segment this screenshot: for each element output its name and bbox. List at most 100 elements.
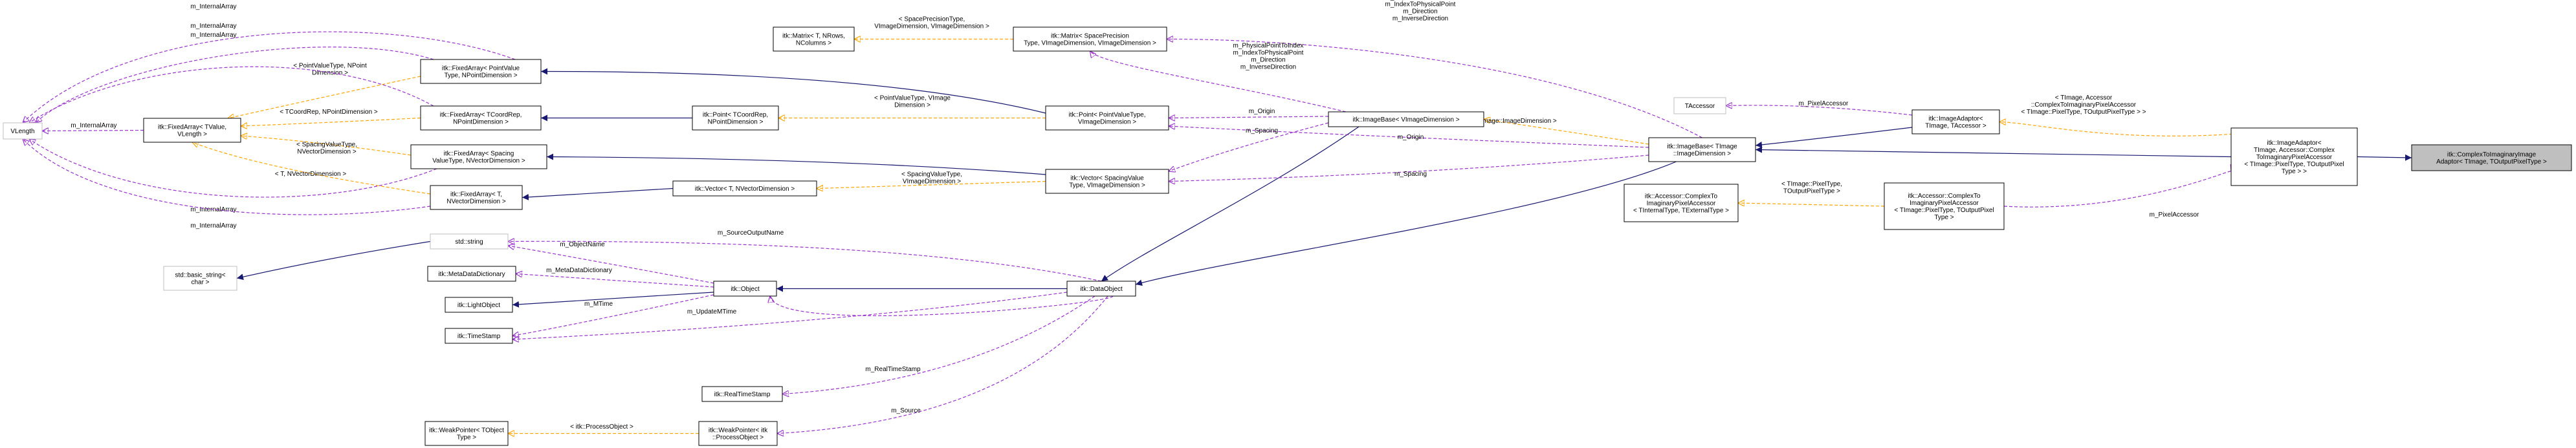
class-node-matrix-tmpl[interactable]: itk::Matrix< T, NRows,NColumns > [773, 27, 855, 52]
edge-label-line: m_InternalArray [190, 206, 236, 213]
edge-line [512, 294, 714, 336]
edge-label-metadata-dict: m_MetaDataDictionary [546, 267, 612, 274]
class-node-label-line: VLength > [177, 131, 207, 138]
edge-line [1101, 126, 1360, 282]
class-node-box [1648, 137, 1756, 162]
edge-label-line: m_InverseDirection [1240, 64, 1296, 71]
usage-edge [770, 296, 1114, 317]
class-node-label: itk::TimeStamp [457, 333, 501, 340]
class-node-lightobject[interactable]: itk::LightObject [445, 297, 513, 313]
class-node-std-string[interactable]: std::string [430, 233, 509, 250]
class-node-label: itk::Vector< T, NVectorDimension > [695, 186, 795, 193]
edge-label-line: m_InternalArray [190, 32, 236, 39]
class-node-label: itk::WeakPointer< itk::ProcessObject > [709, 427, 768, 442]
edge-line [540, 68, 1046, 114]
class-node-label-line: Type, NPointDimension > [444, 72, 517, 80]
edge-label-internal-6: m_InternalArray [190, 23, 236, 30]
class-node-point-tmpl[interactable]: itk::Point< TCoordRep,NPointDimension > [692, 105, 779, 131]
class-node-label: itk::FixedArray< TCoordRep,NPointDimensi… [440, 112, 522, 126]
class-node-box [701, 386, 783, 402]
class-node-label-line: itk::Vector< SpacingValue [1070, 175, 1144, 182]
class-node-fixedarray-tmpl[interactable]: itk::FixedArray< TValue,VLength > [143, 118, 241, 143]
class-node-point-spec[interactable]: itk::Point< PointValueType,VImageDimensi… [1045, 105, 1169, 131]
class-node-metadatadict[interactable]: itk::MetaDataDictionary [427, 266, 516, 282]
class-node-label-line: itk::Accessor::ComplexTo [1908, 193, 1981, 200]
class-node-fixedarray-t[interactable]: itk::FixedArray< T,NVectorDimension > [430, 185, 523, 210]
edge-label-pixel-accessor-2: m_PixelAccessor [2150, 211, 2199, 219]
usage-edge: m_RealTimeStamp [782, 295, 1095, 394]
edge-label-real-timestamp: m_RealTimeStamp [865, 366, 921, 373]
class-node-basic-string[interactable]: std::basic_string<char > [163, 266, 237, 291]
class-node-label-line: TAccessor [1685, 103, 1715, 110]
edge-line [1755, 127, 1913, 148]
class-node-image-adaptor-tmpl[interactable]: itk::ImageAdaptor<TImage, TAccessor > [1911, 109, 2000, 134]
edge-line [1090, 51, 1347, 112]
class-node-label-line: itk::LightObject [457, 302, 500, 309]
class-node-weakptr-processobj[interactable]: itk::WeakPointer< itk::ProcessObject > [698, 421, 778, 446]
edge-label-internal-4: m_InternalArray [190, 206, 236, 213]
class-node-taccessor[interactable]: TAccessor [1673, 97, 1726, 114]
class-node-box [410, 144, 547, 169]
class-node-object[interactable]: itk::Object [713, 281, 777, 297]
class-node-label: std::string [455, 239, 483, 246]
class-node-box [2411, 144, 2572, 171]
edge-line [770, 296, 1114, 317]
edge-line [1135, 161, 1677, 286]
edge-label-line: < TCoordRep, NPointDimension > [280, 109, 378, 116]
class-node-label: std::basic_string<char > [175, 272, 225, 286]
class-node-fixedarray-coord[interactable]: itk::FixedArray< TCoordRep,NPointDimensi… [420, 105, 542, 131]
edge-label-line: TOutputPixelType > [1783, 188, 1840, 195]
edge-line [236, 240, 431, 281]
edge-label-line: Dimension > [312, 70, 348, 77]
class-node-dataobject[interactable]: itk::DataObject [1066, 281, 1136, 297]
class-node-realtimestamp[interactable]: itk::RealTimeStamp [701, 386, 783, 402]
inheritance-edge [540, 68, 1046, 114]
edge-line [23, 31, 516, 123]
class-node-image-base-timage[interactable]: itk::ImageBase< TImage::ImageDimension > [1648, 137, 1756, 162]
class-node-label-line: itk::WeakPointer< itk [709, 427, 768, 434]
inheritance-edge [512, 292, 714, 308]
class-node-box [1328, 111, 1484, 127]
class-node-image-adaptor-spec[interactable]: itk::ImageAdaptor<TImage, Accessor::Comp… [2230, 127, 2358, 186]
edge-label-line: m_MTime [584, 301, 613, 308]
class-node-label-line: ::ImageDimension > [1673, 151, 1731, 158]
class-node-image-base-tmpl[interactable]: itk::ImageBase< VImageDimension > [1328, 111, 1484, 127]
edge-label-line: < T, NVectorDimension > [275, 171, 347, 178]
edge-label-line: m_Spacing [1394, 171, 1427, 178]
edge-line [817, 180, 1046, 189]
edge-label-internal-2: m_InternalArray [190, 32, 236, 39]
template-instance-edge: < itk::ProcessObject > [508, 423, 699, 434]
class-node-label-line: ::ProcessObject > [712, 434, 764, 442]
class-node-label-line: itk::DataObject [1080, 286, 1123, 293]
class-node-label-line: ToImaginaryPixelAccessor [2256, 154, 2333, 161]
inheritance-edge [1755, 146, 2232, 158]
usage-edge: m_InternalArray [29, 32, 434, 123]
class-node-vlength[interactable]: VLength [3, 122, 43, 140]
inheritance-edge [546, 153, 1046, 175]
usage-edge: m_Origin [1169, 126, 1649, 148]
edge-label-internal-5: m_InternalArray [190, 222, 236, 229]
class-node-label: itk::LightObject [457, 302, 500, 309]
edge-label-m-origin-2: m_Origin [1398, 134, 1424, 141]
class-node-vector-tmpl[interactable]: itk::Vector< T, NVectorDimension > [672, 180, 817, 197]
edge-line [23, 139, 431, 215]
class-node-box [1066, 281, 1136, 297]
class-node-label: itk::Object [731, 286, 760, 293]
edge-label-source-output-name: m_SourceOutputName [718, 229, 784, 237]
edge-label-line: m_ObjectName [560, 241, 605, 248]
usage-edge: m_UpdateMTime [512, 292, 1068, 339]
class-node-label-line: TImage, Accessor::Complex [2254, 147, 2335, 154]
usage-edge: m_MetaDataDictionary [516, 267, 714, 288]
edge-label-line: m_Direction [1251, 57, 1285, 64]
class-node-timestamp[interactable]: itk::TimeStamp [445, 328, 513, 344]
edge-label-line: m_PhysicalPointToIndex [1233, 43, 1304, 50]
